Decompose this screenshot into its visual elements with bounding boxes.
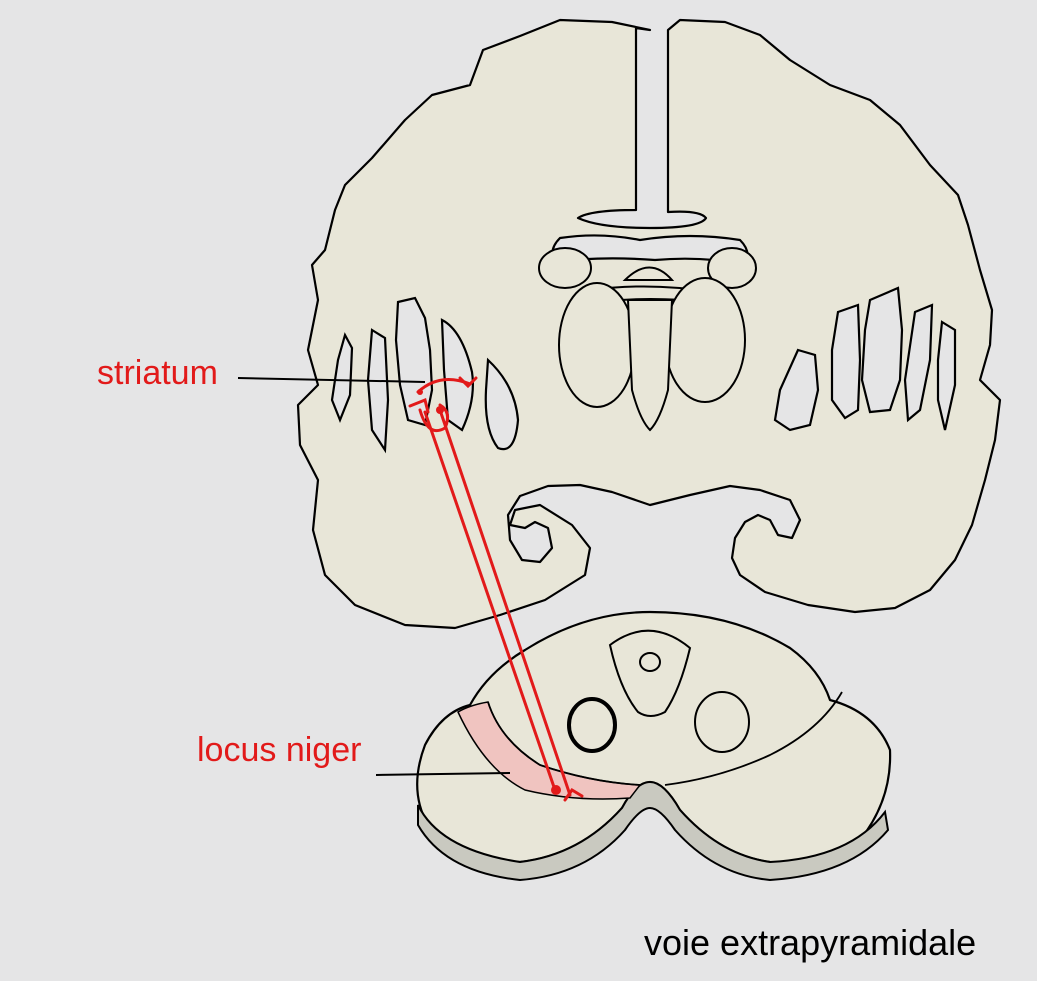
- right-fornix: [707, 247, 757, 289]
- right-red-nucleus: [694, 691, 750, 753]
- nigrostriatal-pathway: [408, 376, 584, 802]
- third-ventricle: [626, 298, 674, 432]
- left-sulcus-1: [330, 332, 354, 423]
- cerebral-aqueduct: [639, 652, 661, 672]
- locus-niger-leader-line: [375, 772, 511, 776]
- left-thalamus: [558, 282, 636, 408]
- striatum-synapse-1: [408, 397, 430, 414]
- striatum-label: striatum: [97, 354, 218, 392]
- striatum-neuron-2: [417, 389, 423, 395]
- left-putamen: [394, 296, 434, 427]
- cerebral-peduncle-line-left: [487, 701, 641, 786]
- right-thalamus: [664, 277, 746, 403]
- striatum-synapse-2: [458, 376, 478, 389]
- left-red-nucleus: [567, 697, 617, 753]
- left-caudate: [440, 318, 474, 432]
- right-putamen: [773, 348, 820, 432]
- figure-caption: voie extrapyramidale: [644, 922, 977, 963]
- nigra-synapse: [563, 787, 584, 802]
- locus-niger-label: locus niger: [197, 731, 362, 769]
- right-sulcus-1: [903, 303, 934, 423]
- striatum-terminal-loop: [418, 403, 450, 433]
- pathway-fiber-2: [438, 408, 572, 797]
- left-fornix: [538, 247, 592, 289]
- aqueduct-region: [608, 629, 692, 717]
- nigra-neuron: [551, 785, 561, 795]
- pathway-fiber-1: [423, 410, 557, 792]
- striatum-neuron: [436, 406, 444, 414]
- right-caudate: [830, 303, 862, 420]
- third-ventricle-top: [622, 266, 675, 281]
- left-insula: [484, 357, 520, 451]
- right-gyrus: [860, 286, 904, 414]
- striatum-leader-line: [237, 377, 426, 383]
- right-sulcus-2: [936, 320, 957, 431]
- cerebral-peduncle-line-right: [664, 691, 843, 786]
- midbrain-cut-surface: [417, 780, 890, 882]
